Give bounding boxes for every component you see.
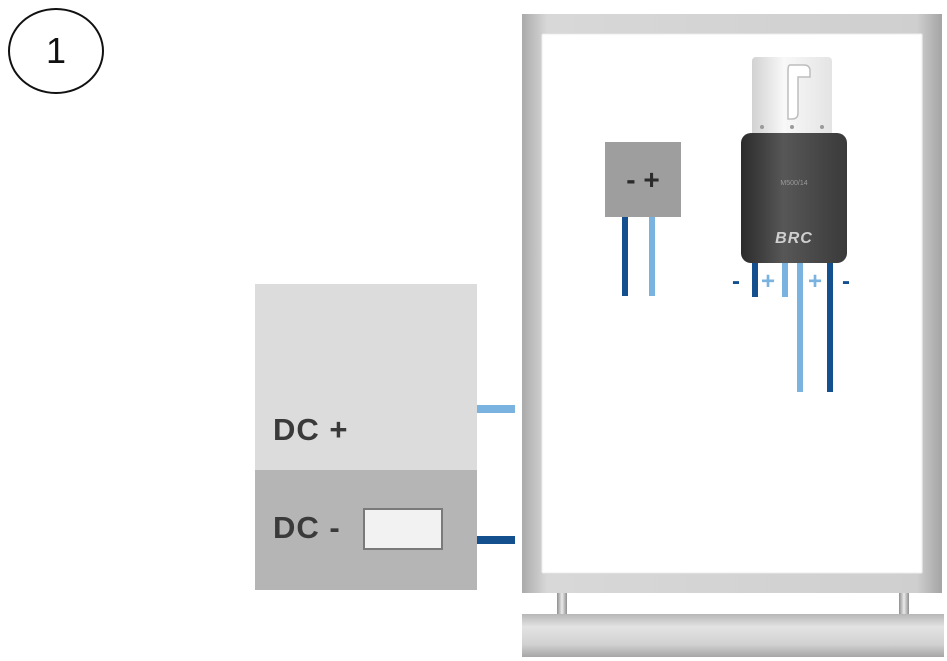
- terminal-wire-negative: [622, 217, 628, 296]
- optimizer-mounting-bracket: [752, 57, 832, 135]
- step-number: 1: [45, 30, 67, 71]
- terminal-wire-positive: [649, 217, 655, 296]
- dc-plus-label: DC +: [273, 412, 349, 447]
- optimizer-lead-4-polarity: -: [842, 268, 850, 295]
- dc-minus-terminal-slot: [363, 508, 443, 550]
- optimizer-brand-label: BRC: [775, 230, 813, 247]
- optimizer-lead-1: [752, 263, 758, 297]
- bracket-slot-icon: [760, 64, 824, 129]
- brc-optimizer-body: [741, 133, 847, 263]
- dc-minus-label: DC -: [273, 510, 341, 545]
- terminal-polarity-label: - +: [626, 163, 660, 195]
- optimizer-lead-3-polarity: +: [808, 268, 823, 295]
- optimizer-lead-2-polarity: +: [761, 268, 776, 295]
- step-number-badge: 1: [8, 8, 104, 94]
- dc-plus-wire: [477, 405, 515, 413]
- optimizer-model-label: M500/14: [780, 180, 808, 187]
- panel-leg-right: [899, 593, 909, 615]
- panel-surface: [541, 33, 923, 574]
- optimizer-lead-2: [782, 263, 788, 297]
- panel-base-rail: [522, 614, 944, 657]
- optimizer-lead-3: [797, 263, 803, 392]
- panel-terminal-block: - +: [605, 142, 681, 217]
- panel-leg-left: [557, 593, 567, 615]
- optimizer-lead-4: [827, 263, 833, 392]
- junction-box-dc-plus-section: [255, 284, 477, 470]
- dc-minus-wire: [477, 536, 515, 544]
- optimizer-lead-1-polarity: -: [732, 268, 740, 295]
